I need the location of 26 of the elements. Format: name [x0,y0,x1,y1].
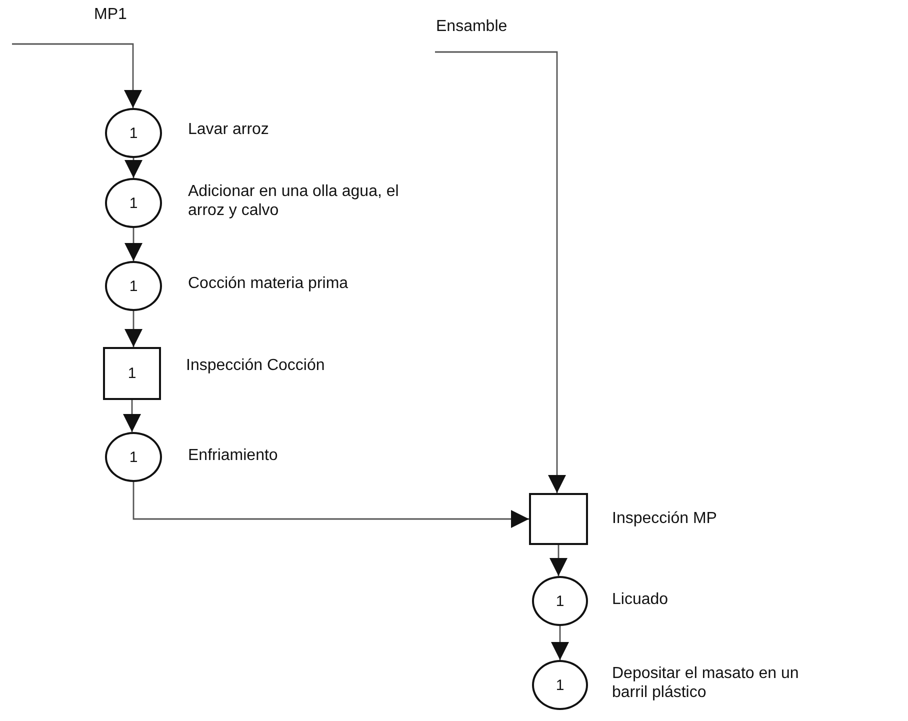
step-number: 1 [129,194,138,212]
flow-arrow [124,158,142,178]
flow-arrow [124,311,142,347]
flow-arrow [551,626,569,660]
step-number: 1 [128,365,136,382]
step-number: 1 [129,278,138,294]
flow-arrow [435,51,566,493]
inspection-square [529,493,588,545]
flow-arrow [550,545,568,576]
step-description: Inspección MP [612,509,718,528]
step-description: Cocción materia prima [188,274,350,293]
step-description: Enfriamiento [188,446,279,465]
step-description: Depositar el masato en un barril plástico [612,664,800,702]
step-number: 1 [556,592,564,610]
step-number: 1 [129,124,138,142]
flow-arrow [132,482,529,528]
step-description: Licuado [612,590,670,609]
step-description: Adicionar en una olla agua, el arroz y calvo [188,182,400,220]
flow-arrow [12,43,142,108]
flow-arrow [123,400,141,432]
step-description: Inspección Cocción [186,356,326,375]
step-description: Lavar arroz [188,120,270,139]
step-number: 1 [556,676,564,694]
step-number: 1 [129,448,138,466]
inspection-square [103,347,161,400]
flow-arrow [124,228,142,261]
